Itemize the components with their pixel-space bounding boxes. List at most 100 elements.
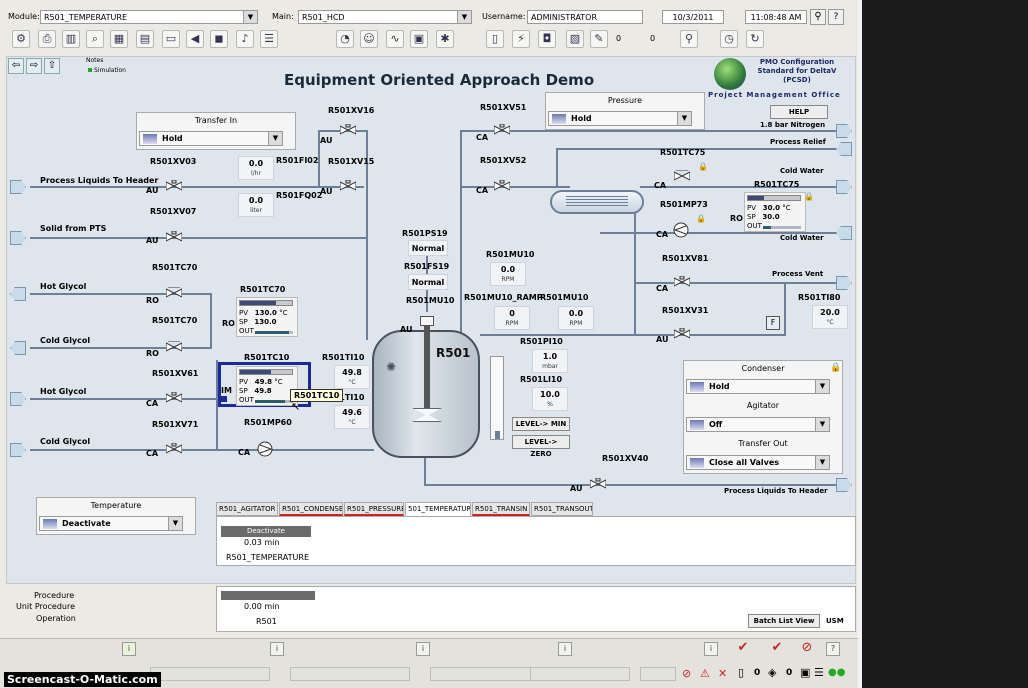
display-icon[interactable]: ◼ [210,30,228,48]
trend-icon[interactable]: ∿ [386,30,404,48]
valve-xv03-icon[interactable] [166,180,182,192]
nav-forward-icon[interactable]: ⇨ [26,58,42,74]
tag-xv52[interactable]: R501XV52 [480,156,527,165]
tools-icon[interactable]: ✱ [436,30,454,48]
tag-xv71[interactable]: R501XV71 [152,420,199,429]
tag-xv51[interactable]: R501XV51 [480,103,527,112]
chevron-down-icon[interactable]: ▼ [815,380,829,393]
valve-tc70-hot-icon[interactable] [166,287,182,299]
tag-tc75-ctrl[interactable]: R501TC75 [754,180,800,189]
search-doc-icon[interactable]: ⌕ [86,30,104,48]
banner-segment[interactable] [290,667,410,681]
valve-xv71-icon[interactable] [166,443,182,455]
tag-fq02[interactable]: R501FQ02 [276,191,323,200]
valve-tc75-icon[interactable] [674,170,690,182]
faceplate-icon[interactable]: ▣ [410,30,428,48]
list-icon[interactable]: ☰ [814,666,824,679]
value-ps19[interactable]: Normal [408,240,448,256]
pump-mp73-icon[interactable] [672,222,690,238]
tag-mu10-b[interactable]: R501MU10 [486,250,535,259]
tag-xv15[interactable]: R501XV15 [328,157,375,166]
temperature-dropdown[interactable]: Deactivate▼ [39,516,183,531]
horn-icon[interactable]: ◔ [336,30,354,48]
transfer-in-dropdown[interactable]: Hold▼ [139,131,283,146]
valve-xv51-icon[interactable] [494,124,510,136]
tag-tc70-ctrl[interactable]: R501TC70 [240,285,286,294]
tag-xv61[interactable]: R501XV61 [152,369,199,378]
notes-icon[interactable]: ✎ [590,30,608,48]
tag-tc10[interactable]: R501TC10 [244,353,290,362]
agitator-dropdown[interactable]: Off▼ [686,417,830,432]
valve-xv07-icon[interactable] [166,231,182,243]
tag-mu10-a[interactable]: R501MU10 [406,296,455,305]
tab-transin[interactable]: R501_TRANSIN [472,502,530,516]
grid-icon[interactable]: ▦ [110,30,128,48]
pressure-dropdown[interactable]: Hold▼ [548,111,692,126]
signal-icon[interactable]: ⚡ [512,30,530,48]
value-ti10-a[interactable]: 49.8°C [334,365,370,389]
chevron-down-icon[interactable]: ▼ [677,112,691,125]
save-icon[interactable]: ▧ [566,30,584,48]
chart-icon[interactable]: ▥ [62,30,80,48]
bell-icon[interactable]: ♪ [236,30,254,48]
controller-tc10[interactable]: PV 49.8 °C SP 49.8 OUT [236,366,298,406]
pump-mp60-icon[interactable] [256,441,274,457]
tag-tc75-valve[interactable]: R501TC75 [660,148,706,157]
tag-mp60[interactable]: R501MP60 [244,418,292,427]
level-zero-button[interactable]: LEVEL-> ZERO [512,435,570,458]
chevron-down-icon[interactable]: ▼ [815,418,829,431]
tag-ti80[interactable]: R501TI80 [798,293,841,302]
valve-xv52-icon[interactable] [494,180,510,192]
tag-xv81[interactable]: R501XV81 [662,254,709,263]
tag-xv07[interactable]: R501XV07 [150,207,197,216]
condenser-dropdown[interactable]: Hold▼ [686,379,830,394]
banner-segment[interactable] [150,667,270,681]
chevron-down-icon[interactable]: ▼ [268,132,282,145]
tag-fs19[interactable]: R501FS19 [404,262,450,271]
tag-xv40[interactable]: R501XV40 [602,454,649,463]
bag-icon[interactable]: ◘ [538,30,556,48]
tag-xv31[interactable]: R501XV31 [662,306,709,315]
acknowledge-icon[interactable]: ✔ [737,640,749,655]
value-fs19[interactable]: Normal [408,274,448,290]
list-icon[interactable]: ☰ [260,30,278,48]
chevron-down-icon[interactable]: ▼ [243,11,257,23]
help-icon[interactable]: ? [826,642,840,656]
valve-tc70-cold-icon[interactable] [166,341,182,353]
controller-tc70[interactable]: PV 130.0 °C SP 130.0 OUT [236,297,298,337]
info-icon[interactable]: i [122,642,136,656]
valve-xv81-icon[interactable] [674,276,690,288]
tag-ps19[interactable]: R501PS19 [402,229,448,238]
help-graphic-button[interactable]: HELP [770,105,828,119]
value-ti80[interactable]: 20.0°C [812,305,848,329]
document-icon[interactable]: ▯ [738,666,745,679]
refresh-icon[interactable]: ↻ [746,30,764,48]
chevron-down-icon[interactable]: ▼ [168,517,182,530]
tag-xv03[interactable]: R501XV03 [150,157,197,166]
batch-list-view-button[interactable]: Batch List View [748,614,820,628]
tag-tc70-hot[interactable]: R501TC70 [152,263,198,272]
tag-ti10-a[interactable]: R501TI10 [322,353,365,362]
people-icon[interactable]: ☺ [360,30,378,48]
tag-mu10-ramp[interactable]: R501MU10_RAMP [464,293,543,302]
tag-xv16[interactable]: R501XV16 [328,106,375,115]
help-button[interactable]: ? [828,9,844,25]
tab-condenser[interactable]: R501_CONDENSER [279,502,343,516]
nav-up-icon[interactable]: ⇧ [44,58,60,74]
clock-icon[interactable]: ◷ [720,30,738,48]
value-li10[interactable]: 10.0% [532,387,568,411]
valve-xv15-icon[interactable] [340,180,356,192]
valve-xv40-icon[interactable] [590,478,606,490]
print-icon[interactable]: ⎙ [38,30,56,48]
horn-off-icon[interactable]: ⚠ [700,667,710,680]
info-icon[interactable]: i [270,642,284,656]
nav-back-icon[interactable]: ⇦ [8,58,24,74]
back-arrow-icon[interactable]: ◀ [186,30,204,48]
tag-mp73[interactable]: R501MP73 [660,200,708,209]
info-icon[interactable]: i [416,642,430,656]
